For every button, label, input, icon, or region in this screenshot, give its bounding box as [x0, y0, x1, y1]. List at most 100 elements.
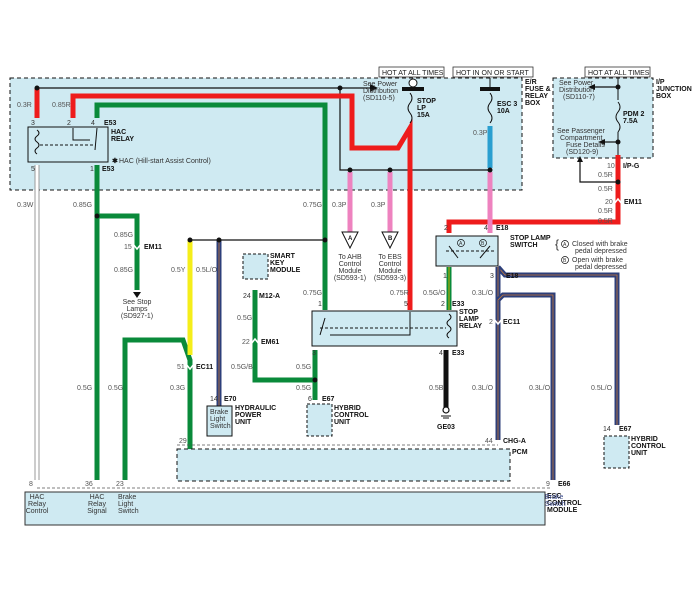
svg-text:See Stop: See Stop	[123, 299, 152, 306]
svg-text:E66: E66	[558, 481, 571, 488]
svg-text:0.75G: 0.75G	[303, 202, 322, 209]
svg-text:0.3R: 0.3R	[17, 102, 32, 109]
svg-text:0.5B: 0.5B	[429, 385, 444, 392]
svg-text:E33: E33	[452, 301, 465, 308]
svg-text:Light: Light	[210, 416, 225, 423]
svg-text:3: 3	[490, 273, 494, 280]
ip-junction-box	[552, 77, 654, 159]
svg-text:RELAY: RELAY	[459, 323, 482, 330]
svg-text:B: B	[563, 258, 567, 264]
svg-text:See Power: See Power	[363, 81, 398, 88]
svg-text:FUSE &: FUSE &	[525, 86, 551, 93]
svg-text:M12-A: M12-A	[259, 293, 280, 300]
svg-text:(SD120-9): (SD120-9)	[566, 149, 598, 156]
svg-text:2: 2	[67, 120, 71, 127]
svg-text:0.5G: 0.5G	[108, 385, 123, 392]
svg-text:36: 36	[85, 481, 93, 488]
svg-text:1: 1	[443, 273, 447, 280]
svg-text:Relay: Relay	[28, 501, 46, 508]
svg-text:Closed with brake: Closed with brake	[572, 241, 628, 248]
svg-text:29: 29	[179, 438, 187, 445]
svg-text:2: 2	[444, 225, 448, 232]
svg-text:2: 2	[441, 301, 445, 308]
svg-text:(SD110-5): (SD110-5)	[363, 95, 395, 102]
svg-text:Distribution: Distribution	[363, 88, 398, 95]
svg-text:ESC: ESC	[547, 493, 561, 500]
svg-text:E33: E33	[452, 350, 465, 357]
offpage-b-ebs: B To EBS Control Module (SD593-3)	[374, 231, 406, 282]
svg-text:5: 5	[404, 301, 408, 308]
svg-text:Open with brake: Open with brake	[572, 257, 623, 264]
svg-text:STOP LAMP: STOP LAMP	[510, 235, 551, 242]
connector-ec11-left: 51 EC11	[177, 363, 213, 371]
svg-text:HYDRAULIC: HYDRAULIC	[235, 405, 276, 412]
svg-text:0.5G/B: 0.5G/B	[231, 364, 253, 371]
svg-text:Signal: Signal	[87, 508, 107, 515]
connector-em11-right: 20 EM11	[605, 197, 642, 206]
svg-text:Relay: Relay	[88, 501, 106, 508]
stop-lamp-switch: A B STOP LAMP SWITCH 2 4 E18 1 3 E18	[435, 225, 551, 280]
svg-text:To EBS: To EBS	[378, 254, 402, 261]
svg-text:0.5R: 0.5R	[598, 208, 613, 215]
svg-text:20: 20	[605, 199, 613, 206]
svg-text:HOT AT ALL TIMES: HOT AT ALL TIMES	[588, 70, 650, 77]
svg-text:GE03: GE03	[437, 424, 455, 431]
svg-text:STOP: STOP	[459, 309, 478, 316]
svg-text:KEY: KEY	[270, 260, 285, 267]
svg-text:(SD593-1): (SD593-1)	[334, 275, 366, 282]
svg-text:E18: E18	[506, 273, 519, 280]
svg-text:E18: E18	[496, 225, 509, 232]
svg-text:4: 4	[439, 350, 443, 357]
svg-text:LP: LP	[417, 105, 426, 112]
connector-em11-left: 15 EM11	[124, 243, 162, 251]
svg-text:EM11: EM11	[624, 199, 642, 206]
svg-text:Switch: Switch	[118, 508, 139, 515]
connector-ip-g: 10 I/P-G	[607, 163, 640, 170]
svg-text:0.5G/O: 0.5G/O	[423, 290, 446, 297]
svg-text:0.3W: 0.3W	[17, 202, 34, 209]
svg-text:44: 44	[485, 438, 493, 445]
svg-text:PCM: PCM	[512, 449, 528, 456]
svg-text:LAMP: LAMP	[459, 316, 479, 323]
svg-text:CONTROL: CONTROL	[547, 500, 582, 507]
connector-em61: 22 EM61	[242, 337, 279, 346]
svg-text:23: 23	[116, 481, 124, 488]
svg-text:UNIT: UNIT	[631, 450, 648, 457]
svg-text:To AHB: To AHB	[338, 254, 362, 261]
svg-text:(SD110-7): (SD110-7)	[563, 94, 595, 101]
svg-text:0.3L/O: 0.3L/O	[472, 385, 494, 392]
svg-text:E/R: E/R	[525, 79, 537, 86]
svg-text:Module: Module	[379, 268, 402, 275]
svg-text:Lamps: Lamps	[126, 306, 148, 313]
svg-text:51: 51	[177, 364, 185, 371]
svg-text:4: 4	[91, 120, 95, 127]
svg-text:0.75R: 0.75R	[390, 290, 409, 297]
svg-text:A: A	[563, 242, 567, 248]
svg-text:HYBRID: HYBRID	[334, 405, 361, 412]
svg-text:✱: ✱	[112, 157, 118, 165]
svg-text:Distribution: Distribution	[559, 87, 594, 94]
svg-text:SMART: SMART	[270, 253, 296, 260]
svg-text:8: 8	[29, 481, 33, 488]
switch-legend: { A Closed with brake pedal depressed B …	[555, 237, 628, 271]
svg-text:0.5R: 0.5R	[598, 218, 613, 225]
svg-text:Control: Control	[339, 261, 362, 268]
svg-text:E70: E70	[224, 396, 237, 403]
arrow-see-stop-lamps	[133, 292, 141, 298]
svg-text:EM61: EM61	[261, 339, 279, 346]
svg-text:Switch: Switch	[210, 423, 231, 430]
svg-text:JUNCTION: JUNCTION	[656, 86, 692, 93]
fuse-stop-lp-15a: STOP LP 15A	[402, 78, 436, 124]
svg-text:Module: Module	[339, 268, 362, 275]
ip-box-title: I/P JUNCTION BOX	[656, 79, 692, 100]
svg-text:3: 3	[312, 350, 316, 357]
hac-relay: HAC RELAY 3 2 4 E53 5 1 E53 HAC (Hill-st…	[27, 120, 211, 173]
svg-text:UNIT: UNIT	[334, 419, 351, 426]
hydraulic-power-unit: Brake Light Switch HYDRAULIC POWER UNIT …	[206, 396, 276, 437]
svg-text:HOT IN ON OR START: HOT IN ON OR START	[456, 70, 529, 77]
svg-text:6: 6	[308, 396, 312, 403]
arrow-see-power-ip	[588, 84, 595, 90]
svg-text:0.3L/O: 0.3L/O	[529, 385, 551, 392]
fuse-pdm2-7-5a: PDM 2 7.5A	[615, 78, 645, 155]
